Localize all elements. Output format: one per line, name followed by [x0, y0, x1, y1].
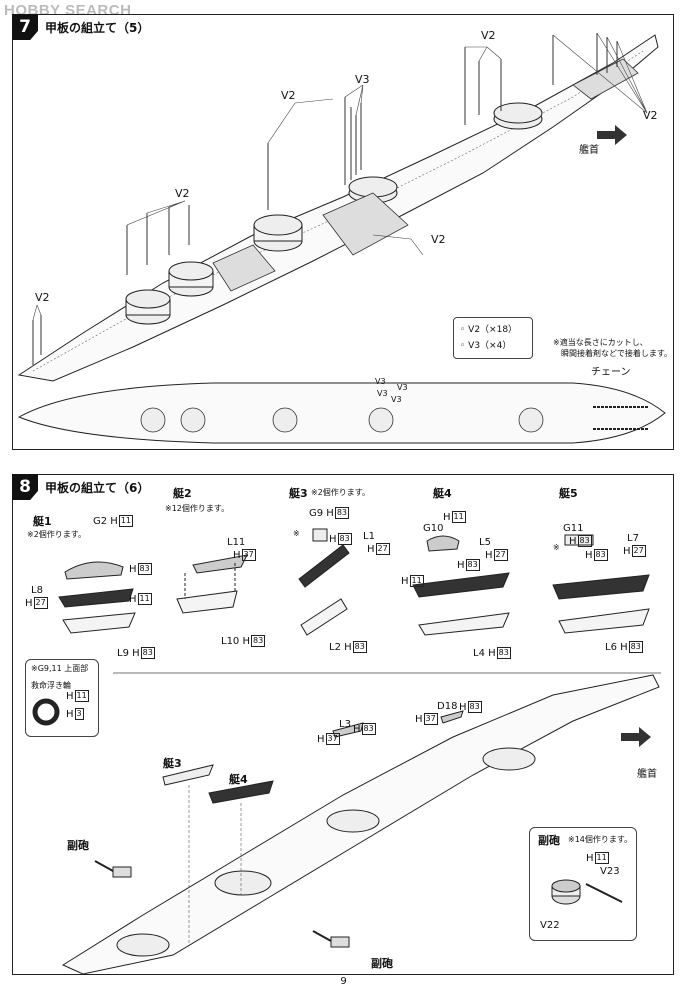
label-v22: V22 [540, 920, 560, 931]
label-g10: G10 [423, 523, 444, 534]
boat4-label: 艇4 [229, 773, 248, 786]
legend-v3: V3（×4） [468, 341, 512, 351]
boat3-label: 艇3 [163, 757, 182, 770]
boat2-note: ※12個作ります。 [165, 504, 230, 513]
page-number: 9 [340, 976, 347, 987]
pin-group [32, 33, 618, 365]
mark: ※ [293, 529, 300, 538]
boat5-title: 艇5 [559, 487, 578, 500]
plan-label-v3: V3 [377, 389, 388, 398]
boat4-title: 艇4 [433, 487, 452, 500]
plan-label-v3: V3 [391, 395, 402, 404]
circle-icon: ◦ [460, 341, 469, 351]
label-d18: D18 [437, 701, 458, 712]
label-v23: V23 [600, 866, 620, 877]
cut-note-1: ※適当な長さにカットし、 [553, 338, 648, 347]
label-v2: V2 [175, 187, 190, 200]
boats-illustration [58, 528, 661, 974]
gunbox-note: ※14個作ります。 [568, 835, 633, 844]
label-v2: V2 [643, 109, 658, 122]
boat3-note: ※2個作ります。 [311, 488, 370, 497]
mark: ※ [553, 543, 560, 552]
label-v2: V2 [281, 89, 296, 102]
plan-label-v3: V3 [397, 383, 408, 392]
boat1-note: ※2個作ります。 [27, 530, 86, 539]
step-7-panel: 7 甲板の組立て（5） [12, 14, 674, 450]
legend-v2: V2（×18） [468, 325, 518, 335]
step-number: 7 [12, 14, 38, 40]
bow-label: 艦首 [579, 145, 599, 156]
label-l8: L8 [31, 585, 43, 596]
circle-icon: ◦ [460, 325, 469, 335]
bow-arrow-icon [621, 727, 651, 747]
label-v2: V2 [431, 233, 446, 246]
boat1-title: 艇1 [33, 515, 52, 528]
cut-note-2: 瞬間接着剤などで接着します。 [561, 349, 673, 358]
parts-legend: ◦ V2（×18） ◦ V3（×4） [453, 317, 533, 359]
gun-part-icon [551, 879, 623, 905]
bow-arrow-icon [597, 125, 627, 145]
secondary-gun-label: 副砲 [67, 839, 89, 852]
label-l3: L3 [339, 719, 351, 730]
gunbox-title: 副砲 [538, 834, 560, 847]
lifebuoy-icon [32, 698, 60, 726]
label-l5: L5 [479, 537, 491, 548]
label-g11: G11 [563, 523, 584, 534]
step-number: 8 [12, 474, 38, 500]
step-title: 甲板の組立て（6） [45, 481, 150, 495]
step-8-panel: 8 甲板の組立て（6） [12, 474, 674, 975]
label-v2: V2 [481, 29, 496, 42]
lifebuoy-title: ※G9,11 上面部 [31, 664, 89, 673]
chain-label: チェーン [591, 367, 631, 378]
bow-label: 艦首 [637, 769, 657, 780]
label-l1: L1 [363, 531, 375, 542]
label-v2: V2 [35, 291, 50, 304]
lifebuoy-subtitle: 救命浮き輪 [31, 681, 71, 690]
turret-group [125, 102, 543, 325]
secondary-gun-label: 副砲 [371, 957, 393, 970]
label-v3: V3 [355, 73, 370, 86]
step-title: 甲板の組立て（5） [45, 21, 150, 35]
plan-label-v3: V3 [375, 377, 386, 386]
boat3-title: 艇3 [289, 487, 308, 500]
plan-view-outline [17, 382, 666, 444]
deck-illustration [17, 32, 666, 444]
label-l7: L7 [627, 533, 639, 544]
boat2-title: 艇2 [173, 487, 192, 500]
label-l11: L11 [227, 537, 246, 548]
